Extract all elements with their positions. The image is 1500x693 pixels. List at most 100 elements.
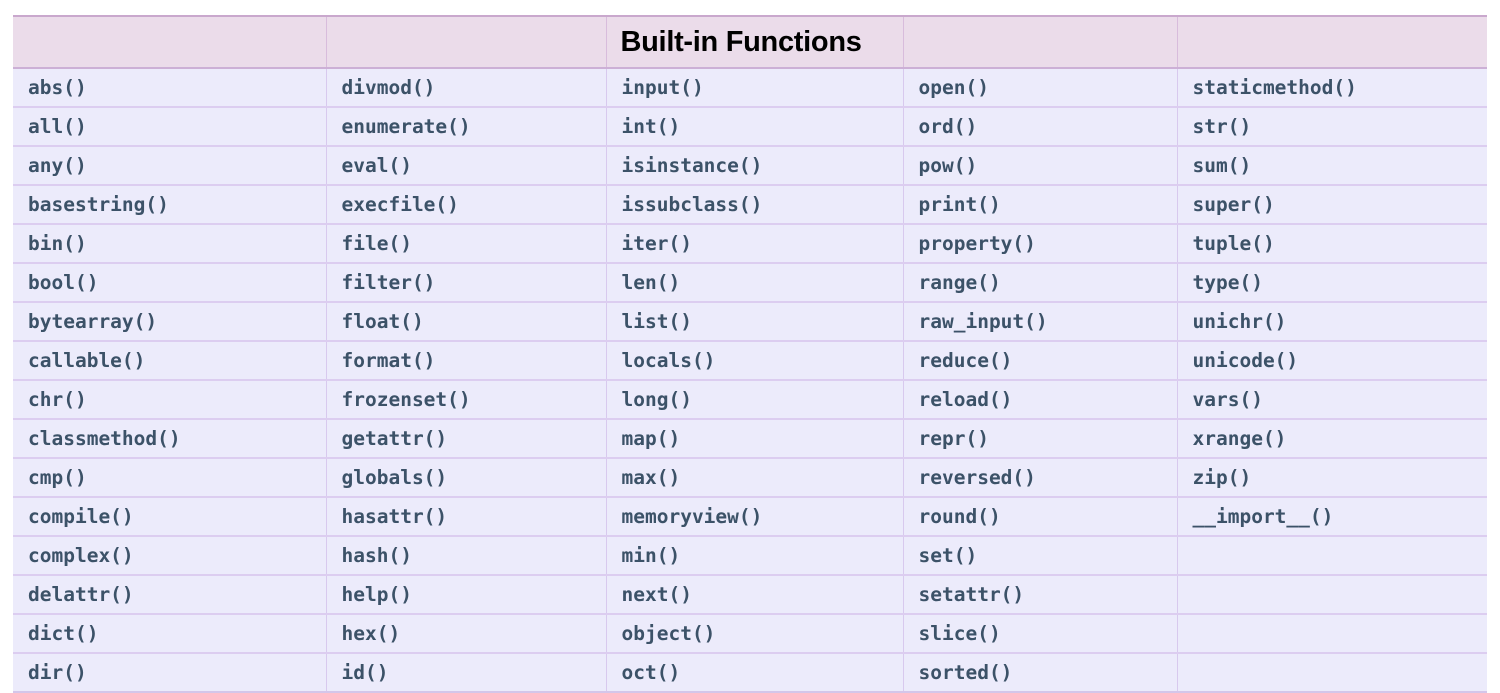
table-cell: complex() xyxy=(13,536,327,576)
function-name: len() xyxy=(621,270,681,294)
function-name: next() xyxy=(621,582,692,606)
table-cell: abs() xyxy=(13,68,327,108)
function-name: oct() xyxy=(621,660,681,684)
function-name: repr() xyxy=(918,426,989,450)
table-cell: reload() xyxy=(903,380,1178,420)
function-name: xrange() xyxy=(1192,426,1287,450)
function-name: zip() xyxy=(1192,465,1252,489)
function-name: all() xyxy=(28,114,87,138)
table-cell: globals() xyxy=(326,458,607,498)
table-cell: issubclass() xyxy=(606,185,904,225)
function-name: any() xyxy=(28,153,87,177)
function-name: min() xyxy=(621,543,681,567)
table-cell: iter() xyxy=(606,224,904,264)
table-cell: max() xyxy=(606,458,904,498)
table-cell: zip() xyxy=(1177,458,1487,498)
function-name: classmethod() xyxy=(28,426,181,450)
header-row: Built-in Functions xyxy=(13,15,1487,69)
header-cell-4 xyxy=(903,15,1178,69)
function-name: reload() xyxy=(918,387,1013,411)
function-name: bytearray() xyxy=(28,309,158,333)
table-cell: hasattr() xyxy=(326,497,607,537)
function-name: type() xyxy=(1192,270,1263,294)
table-cell: str() xyxy=(1177,107,1487,147)
function-name: setattr() xyxy=(918,582,1025,606)
table-cell: min() xyxy=(606,536,904,576)
table-cell xyxy=(1177,575,1487,615)
table-row: chr() frozenset() long() reload() vars() xyxy=(13,380,1487,420)
table-cell: help() xyxy=(326,575,607,615)
table-cell: sorted() xyxy=(903,653,1178,693)
table-cell: open() xyxy=(903,68,1178,108)
table-cell: enumerate() xyxy=(326,107,607,147)
function-name: super() xyxy=(1192,192,1275,216)
function-name: getattr() xyxy=(341,426,448,450)
function-name: hasattr() xyxy=(341,504,448,528)
table-cell: filter() xyxy=(326,263,607,303)
table-row: bool() filter() len() range() type() xyxy=(13,263,1487,303)
function-name: execfile() xyxy=(341,192,459,216)
table-cell: cmp() xyxy=(13,458,327,498)
header-cell-2 xyxy=(326,15,607,69)
table-cell: print() xyxy=(903,185,1178,225)
table-cell: pow() xyxy=(903,146,1178,186)
function-name: memoryview() xyxy=(621,504,763,528)
function-name: compile() xyxy=(28,504,134,528)
function-name: pow() xyxy=(918,153,978,177)
table-row: basestring() execfile() issubclass() pri… xyxy=(13,185,1487,225)
header-cell-1 xyxy=(13,15,327,69)
function-name: divmod() xyxy=(341,75,436,99)
function-name: frozenset() xyxy=(341,387,471,411)
function-name: property() xyxy=(918,231,1036,255)
table-row: dir() id() oct() sorted() xyxy=(13,653,1487,693)
table-cell: unicode() xyxy=(1177,341,1487,381)
table-cell: divmod() xyxy=(326,68,607,108)
table-cell: __import__() xyxy=(1177,497,1487,537)
function-name: hex() xyxy=(341,621,401,645)
table-cell: file() xyxy=(326,224,607,264)
function-name: locals() xyxy=(621,348,716,372)
table-cell: memoryview() xyxy=(606,497,904,537)
function-name: unicode() xyxy=(1192,348,1299,372)
function-name: int() xyxy=(621,114,681,138)
table-row: classmethod() getattr() map() repr() xra… xyxy=(13,419,1487,459)
table-cell: repr() xyxy=(903,419,1178,459)
table-cell: execfile() xyxy=(326,185,607,225)
table-cell: tuple() xyxy=(1177,224,1487,264)
function-name: iter() xyxy=(621,231,692,255)
table-row: bin() file() iter() property() tuple() xyxy=(13,224,1487,264)
function-name: abs() xyxy=(28,75,87,99)
table-cell: basestring() xyxy=(13,185,327,225)
table-cell: id() xyxy=(326,653,607,693)
table-body: abs() divmod() input() open() staticmeth… xyxy=(13,68,1487,693)
function-name: dict() xyxy=(28,621,99,645)
function-name: basestring() xyxy=(28,192,169,216)
table-cell: dir() xyxy=(13,653,327,693)
table-cell: delattr() xyxy=(13,575,327,615)
table-cell: hash() xyxy=(326,536,607,576)
table-row: complex() hash() min() set() xyxy=(13,536,1487,576)
function-name: tuple() xyxy=(1192,231,1275,255)
table-cell: hex() xyxy=(326,614,607,654)
function-name: object() xyxy=(621,621,716,645)
table-row: dict() hex() object() slice() xyxy=(13,614,1487,654)
table-cell: bytearray() xyxy=(13,302,327,342)
table-cell: ord() xyxy=(903,107,1178,147)
function-name: callable() xyxy=(28,348,146,372)
table-row: callable() format() locals() reduce() un… xyxy=(13,341,1487,381)
function-name: sum() xyxy=(1192,153,1252,177)
table-cell: format() xyxy=(326,341,607,381)
table-cell: super() xyxy=(1177,185,1487,225)
function-name: bin() xyxy=(28,231,87,255)
function-name: filter() xyxy=(341,270,436,294)
function-name: float() xyxy=(341,309,424,333)
function-name: eval() xyxy=(341,153,412,177)
table-row: cmp() globals() max() reversed() zip() xyxy=(13,458,1487,498)
function-name: ord() xyxy=(918,114,978,138)
table-cell xyxy=(1177,536,1487,576)
header-cell-5 xyxy=(1177,15,1487,69)
table-cell: len() xyxy=(606,263,904,303)
function-name: enumerate() xyxy=(341,114,471,138)
function-name: complex() xyxy=(28,543,134,567)
